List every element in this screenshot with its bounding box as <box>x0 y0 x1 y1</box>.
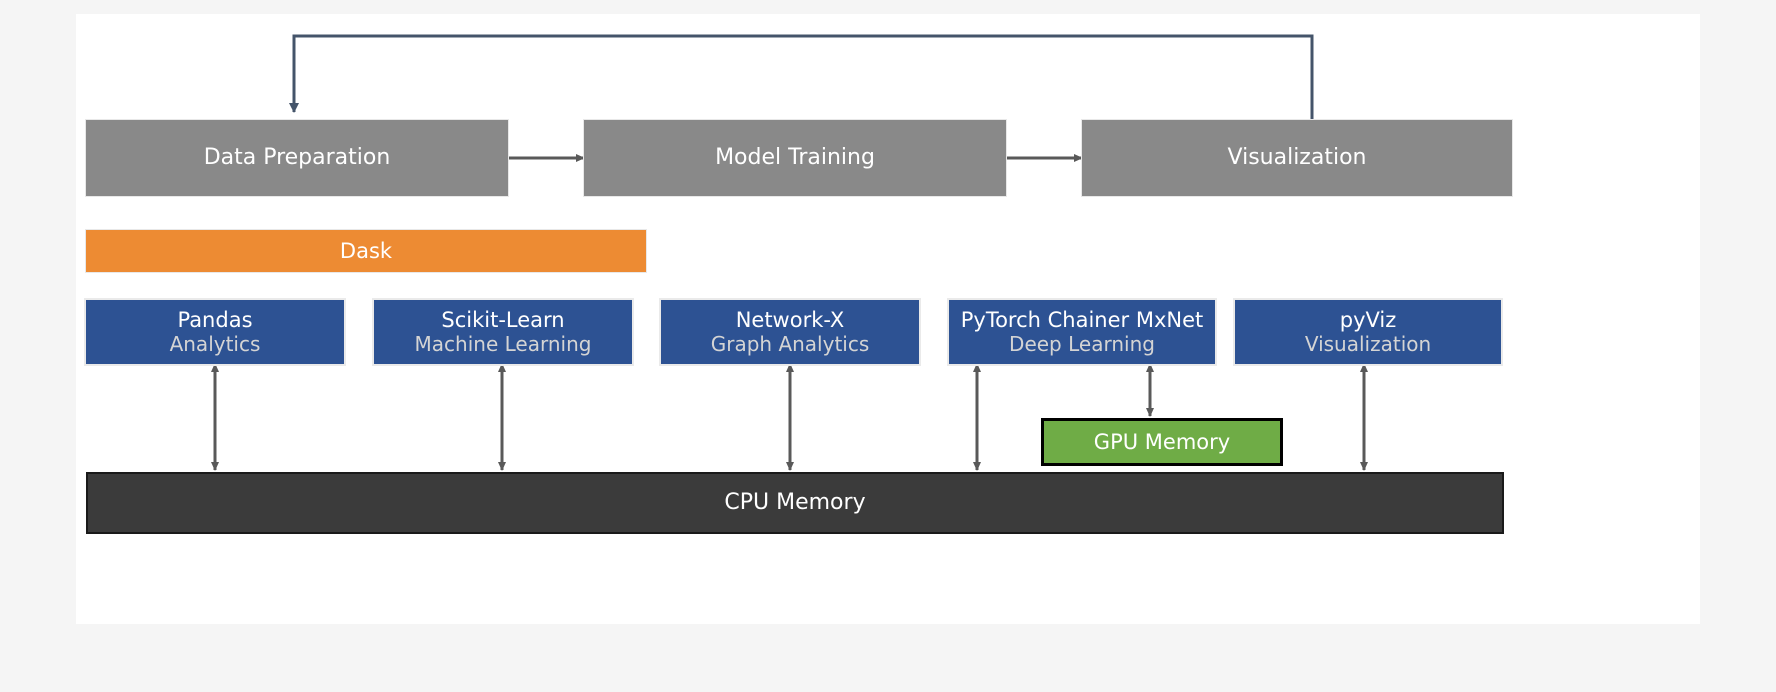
library-subtitle: Machine Learning <box>414 331 592 356</box>
library-title: Network-X <box>735 308 845 333</box>
library-title: Pandas <box>177 308 253 333</box>
stage-box-model-training[interactable]: Model Training <box>584 120 1006 196</box>
library-subtitle: Visualization <box>1304 331 1432 356</box>
memory-box-cpu[interactable]: CPU Memory <box>86 472 1504 534</box>
library-subtitle: Analytics <box>169 331 261 356</box>
stage-label: Data Preparation <box>203 145 391 171</box>
scheduler-box-dask[interactable]: Dask <box>86 230 646 272</box>
library-title: pyViz <box>1339 308 1397 333</box>
diagram-canvas: Data Preparation Model Training Visualiz… <box>76 14 1700 624</box>
library-box-deep-learning[interactable]: PyTorch Chainer MxNet Deep Learning <box>949 300 1215 364</box>
library-box-network-x[interactable]: Network-X Graph Analytics <box>661 300 919 364</box>
library-subtitle: Deep Learning <box>1009 331 1155 356</box>
library-box-pyviz[interactable]: pyViz Visualization <box>1235 300 1501 364</box>
memory-label: CPU Memory <box>724 490 866 516</box>
stage-label: Model Training <box>715 145 875 171</box>
stage-box-data-preparation[interactable]: Data Preparation <box>86 120 508 196</box>
library-title: Scikit-Learn <box>441 308 565 333</box>
memory-label: GPU Memory <box>1093 429 1231 454</box>
feedback-arrow <box>289 34 1314 122</box>
stage-label: Visualization <box>1227 145 1367 171</box>
scheduler-label: Dask <box>339 238 393 263</box>
memory-box-gpu[interactable]: GPU Memory <box>1041 418 1283 466</box>
library-box-scikit-learn[interactable]: Scikit-Learn Machine Learning <box>374 300 632 364</box>
library-title: PyTorch Chainer MxNet <box>960 308 1204 333</box>
library-box-pandas[interactable]: Pandas Analytics <box>86 300 344 364</box>
library-subtitle: Graph Analytics <box>710 331 870 356</box>
stage-box-visualization[interactable]: Visualization <box>1082 120 1512 196</box>
